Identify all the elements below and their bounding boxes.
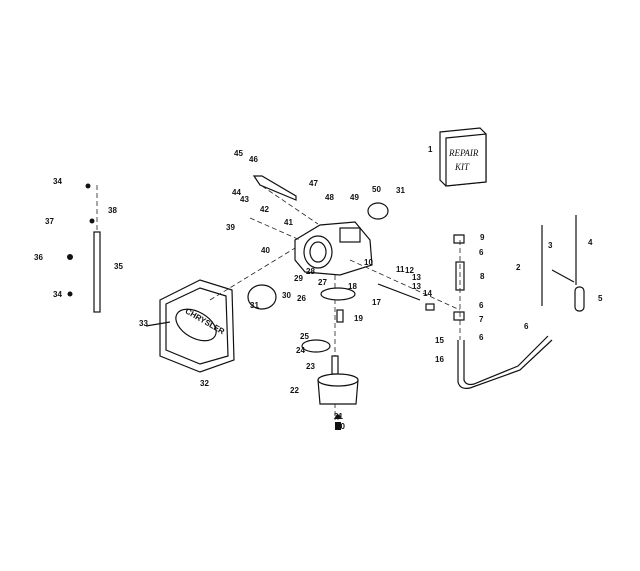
- callout-39: 39: [226, 223, 235, 232]
- callout-19: 19: [354, 314, 363, 323]
- callout-12: 12: [405, 266, 414, 275]
- callout-31: 31: [396, 186, 405, 195]
- callout-5: 5: [598, 294, 603, 303]
- callout-9: 9: [480, 233, 485, 242]
- cover-50: [367, 202, 389, 220]
- callout-40: 40: [261, 246, 270, 255]
- repair-kit-box: REPAIR KIT: [439, 127, 487, 187]
- callout-22: 22: [290, 386, 299, 395]
- shaft-17: [377, 283, 421, 301]
- callout-34: 34: [53, 177, 62, 186]
- float-bowl: [301, 287, 359, 430]
- callout-48: 48: [325, 193, 334, 202]
- callout-25: 25: [300, 332, 309, 341]
- callout-46: 46: [249, 155, 258, 164]
- callout-37: 37: [45, 217, 54, 226]
- callout-36: 36: [34, 253, 43, 262]
- callout-33: 33: [139, 319, 148, 328]
- link-rod-assembly: [67, 183, 101, 313]
- callout-10: 10: [364, 258, 373, 267]
- callout-6: 6: [479, 248, 484, 257]
- callout-28: 28: [306, 267, 315, 276]
- callout-42: 42: [260, 205, 269, 214]
- callout-47: 47: [309, 179, 318, 188]
- gasket-30: [247, 284, 277, 310]
- callout-32: 32: [200, 379, 209, 388]
- callout-30: 30: [282, 291, 291, 300]
- callout-2: 2: [516, 263, 521, 272]
- callout-13: 13: [412, 282, 421, 291]
- callout-11: 11: [396, 265, 405, 274]
- bracket-42: [252, 175, 297, 201]
- kit-label-line2: KIT: [454, 162, 470, 172]
- callout-34: 34: [53, 290, 62, 299]
- callout-23: 23: [306, 362, 315, 371]
- callout-3: 3: [548, 241, 553, 250]
- callout-4: 4: [588, 238, 593, 247]
- callout-21: 21: [334, 412, 343, 421]
- kit-label-line1: REPAIR: [448, 148, 479, 158]
- callout-49: 49: [350, 193, 359, 202]
- callout-50: 50: [372, 185, 381, 194]
- callout-20: 20: [336, 422, 345, 431]
- fuel-line: [453, 234, 553, 389]
- callout-41: 41: [284, 218, 293, 227]
- air-silencer: CHRYSLER: [145, 244, 301, 373]
- callout-38: 38: [108, 206, 117, 215]
- callout-6: 6: [524, 322, 529, 331]
- callout-35: 35: [114, 262, 123, 271]
- callout-18: 18: [348, 282, 357, 291]
- throttle-rods: [541, 215, 585, 312]
- fitting-14: [425, 303, 435, 311]
- callout-24: 24: [296, 346, 305, 355]
- callout-44: 44: [232, 188, 241, 197]
- callout-45: 45: [234, 149, 243, 158]
- callout-15: 15: [435, 336, 444, 345]
- callout-13: 13: [412, 273, 421, 282]
- callout-17: 17: [372, 298, 381, 307]
- callout-31: 31: [250, 301, 259, 310]
- callout-1: 1: [428, 145, 433, 154]
- callout-7: 7: [479, 315, 484, 324]
- callout-27: 27: [318, 278, 327, 287]
- callout-29: 29: [294, 274, 303, 283]
- callout-14: 14: [423, 289, 432, 298]
- callout-6: 6: [479, 301, 484, 310]
- callout-16: 16: [435, 355, 444, 364]
- callout-43: 43: [240, 195, 249, 204]
- callout-26: 26: [297, 294, 306, 303]
- callout-8: 8: [480, 272, 485, 281]
- callout-6: 6: [479, 333, 484, 342]
